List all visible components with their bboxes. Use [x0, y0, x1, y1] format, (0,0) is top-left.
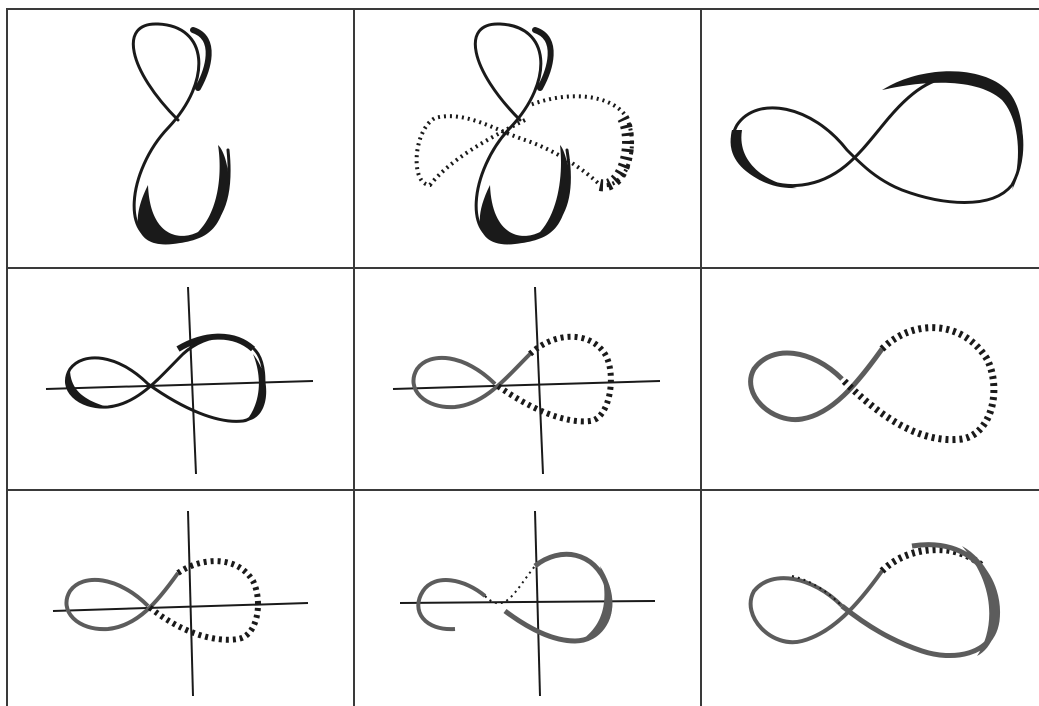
figure-eight-with-axes-gray-dotted	[355, 491, 700, 706]
figure-eight-with-axes-gray-dashed-2	[8, 491, 353, 706]
cell-r3c1	[8, 491, 353, 706]
cell-r2c1	[8, 269, 353, 489]
figure-eight-gray-dotted-solid	[702, 491, 1039, 706]
cell-r2c3	[702, 269, 1039, 489]
cell-r1c1	[8, 10, 353, 267]
figure-eight-with-axes-black	[8, 269, 353, 489]
figure-eight-with-axes-gray-dashed	[355, 269, 700, 489]
cell-r1c2	[355, 10, 700, 267]
cell-r3c2	[355, 491, 700, 706]
figure-eight-horizontal-black	[702, 10, 1039, 267]
cell-r3c3	[702, 491, 1039, 706]
cell-r1c3	[702, 10, 1039, 267]
cell-r2c2	[355, 269, 700, 489]
figure-eight-vertical	[8, 10, 353, 267]
figure-eight-with-dotted-loop	[355, 10, 700, 267]
figure-eight-gray-dashed	[702, 269, 1039, 489]
